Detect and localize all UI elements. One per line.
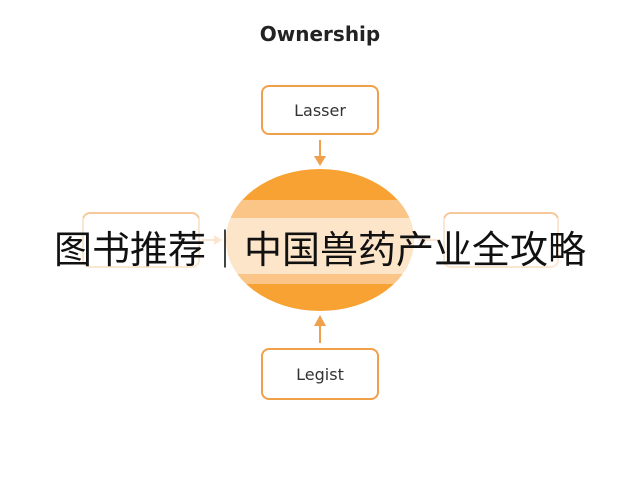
overlay-banner-text: 图书推荐｜中国兽药产业全攻略 (32, 218, 608, 274)
arrow-bottom (314, 315, 326, 343)
node-bottom: Legist (261, 348, 379, 400)
arrow-top (314, 140, 326, 166)
node-top: Lasser (261, 85, 379, 135)
diagram-title: Ownership (259, 22, 381, 46)
